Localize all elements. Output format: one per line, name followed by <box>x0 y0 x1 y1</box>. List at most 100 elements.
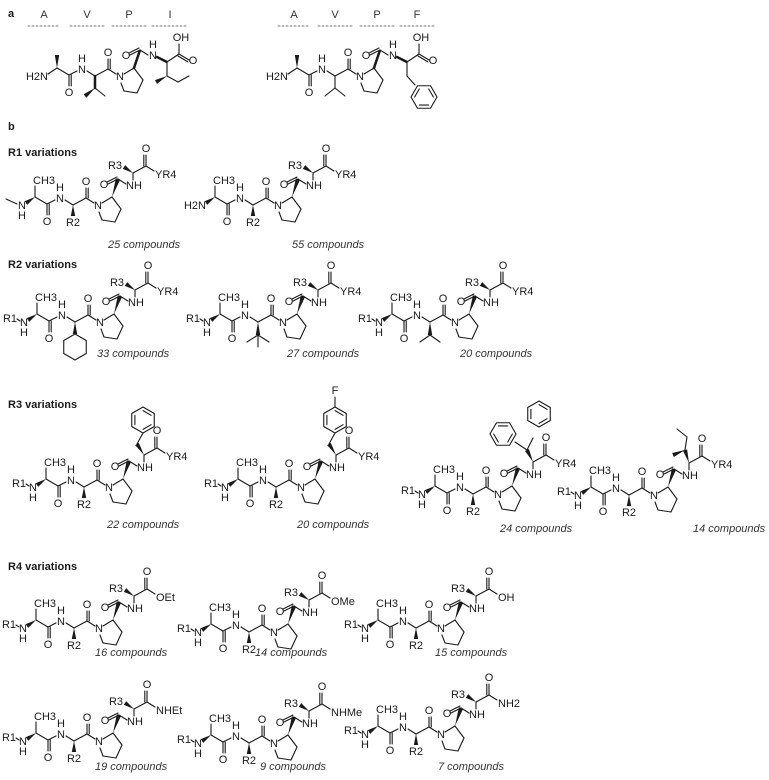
residue-label: I <box>168 9 171 21</box>
bond <box>231 316 241 322</box>
bond <box>34 196 48 205</box>
oxygen-label: O <box>542 432 551 444</box>
bond <box>287 623 298 637</box>
residue-label: A <box>290 9 298 21</box>
bond <box>434 485 448 494</box>
amide-n-label: N <box>57 729 65 741</box>
amide-n-label: N <box>318 64 326 76</box>
terminal-group-label: YR4 <box>155 169 176 181</box>
oxygen-label: O <box>228 333 237 345</box>
bond <box>75 481 85 488</box>
terminal-group-label: OEt <box>156 592 175 604</box>
compound-count: 33 compounds <box>97 348 170 360</box>
bond <box>240 737 250 744</box>
r2-label: R2 <box>67 753 81 765</box>
bond <box>538 418 548 424</box>
bond <box>488 588 498 595</box>
bond <box>309 458 321 465</box>
hashed-bond <box>132 48 142 70</box>
bond <box>368 47 380 54</box>
bond <box>47 622 57 628</box>
bond <box>460 601 470 608</box>
bond <box>310 460 322 467</box>
amide-nh-label: NH <box>302 718 318 730</box>
compound-count: 55 compounds <box>292 239 365 251</box>
bond <box>371 318 376 322</box>
bond <box>363 67 375 75</box>
compound-count: 24 compounds <box>499 523 573 535</box>
bond <box>498 500 503 510</box>
bond <box>108 293 120 300</box>
bond <box>429 334 441 343</box>
bond <box>108 714 120 721</box>
wedge-bond <box>54 55 60 68</box>
methyl-label: CH3 <box>433 464 455 476</box>
terminal-group-label: NHEt <box>156 705 182 717</box>
bond <box>25 483 30 487</box>
oxygen-label: O <box>65 87 74 99</box>
amine-n-label: N <box>19 736 27 748</box>
proline-n-label: N <box>451 317 459 329</box>
amide-nh-label: NH <box>306 180 322 192</box>
bond <box>688 455 703 464</box>
bond <box>257 314 272 323</box>
oxygen-label: O <box>153 425 162 437</box>
amine-h-label: H <box>194 748 202 760</box>
bond <box>325 165 335 172</box>
bond <box>156 447 166 454</box>
bond <box>199 318 204 322</box>
bond <box>457 631 465 646</box>
bond <box>454 725 465 739</box>
oxygen-label: O <box>45 333 54 345</box>
wedge-bond <box>626 495 632 506</box>
oxygen-label: O <box>425 599 434 611</box>
bond <box>407 622 417 629</box>
oxygen-label: O <box>122 50 131 62</box>
hydroxyl-label: OH <box>413 32 430 44</box>
terminal-group-label: YR4 <box>555 458 576 470</box>
compound-count: 27 compounds <box>286 348 360 360</box>
bond <box>123 90 138 94</box>
r3-label: R3 <box>109 696 123 708</box>
bond <box>570 491 575 495</box>
bond <box>360 82 365 92</box>
residue-label: V <box>331 9 339 21</box>
oxygen-label: O <box>258 603 267 615</box>
bond <box>190 739 195 743</box>
oxygen-label: O <box>246 498 255 510</box>
bond <box>428 88 434 98</box>
bond <box>463 293 475 300</box>
bond <box>485 486 495 493</box>
proline-n-label: N <box>279 317 287 329</box>
amide-n-label: N <box>236 193 244 205</box>
r2-label: R2 <box>66 217 80 229</box>
amine-n-label: N <box>375 317 383 329</box>
bond <box>464 295 476 302</box>
oxygen-label: O <box>100 179 109 191</box>
bond <box>118 714 128 721</box>
bond <box>142 424 152 430</box>
hashed-bond <box>155 55 169 64</box>
compound-count: 14 compounds <box>693 523 766 535</box>
amine-n-label: N <box>20 317 28 329</box>
oxygen-label: O <box>362 50 371 62</box>
bond <box>115 631 123 646</box>
bond <box>120 82 125 92</box>
bond <box>56 67 70 76</box>
bond <box>376 79 384 94</box>
bond <box>145 165 155 172</box>
bond <box>334 424 344 430</box>
proline-n-label: N <box>96 317 104 329</box>
oxygen-label: O <box>499 260 508 272</box>
bond <box>489 282 504 291</box>
bond <box>287 734 298 748</box>
amide-h-label: H <box>78 53 86 65</box>
bond <box>308 703 323 712</box>
bond <box>114 208 122 223</box>
bond <box>287 67 298 75</box>
oxygen-label: O <box>219 754 228 766</box>
bond <box>47 67 58 75</box>
amide-nh-label: NH <box>483 297 499 309</box>
amide-h-label: H <box>232 609 240 621</box>
